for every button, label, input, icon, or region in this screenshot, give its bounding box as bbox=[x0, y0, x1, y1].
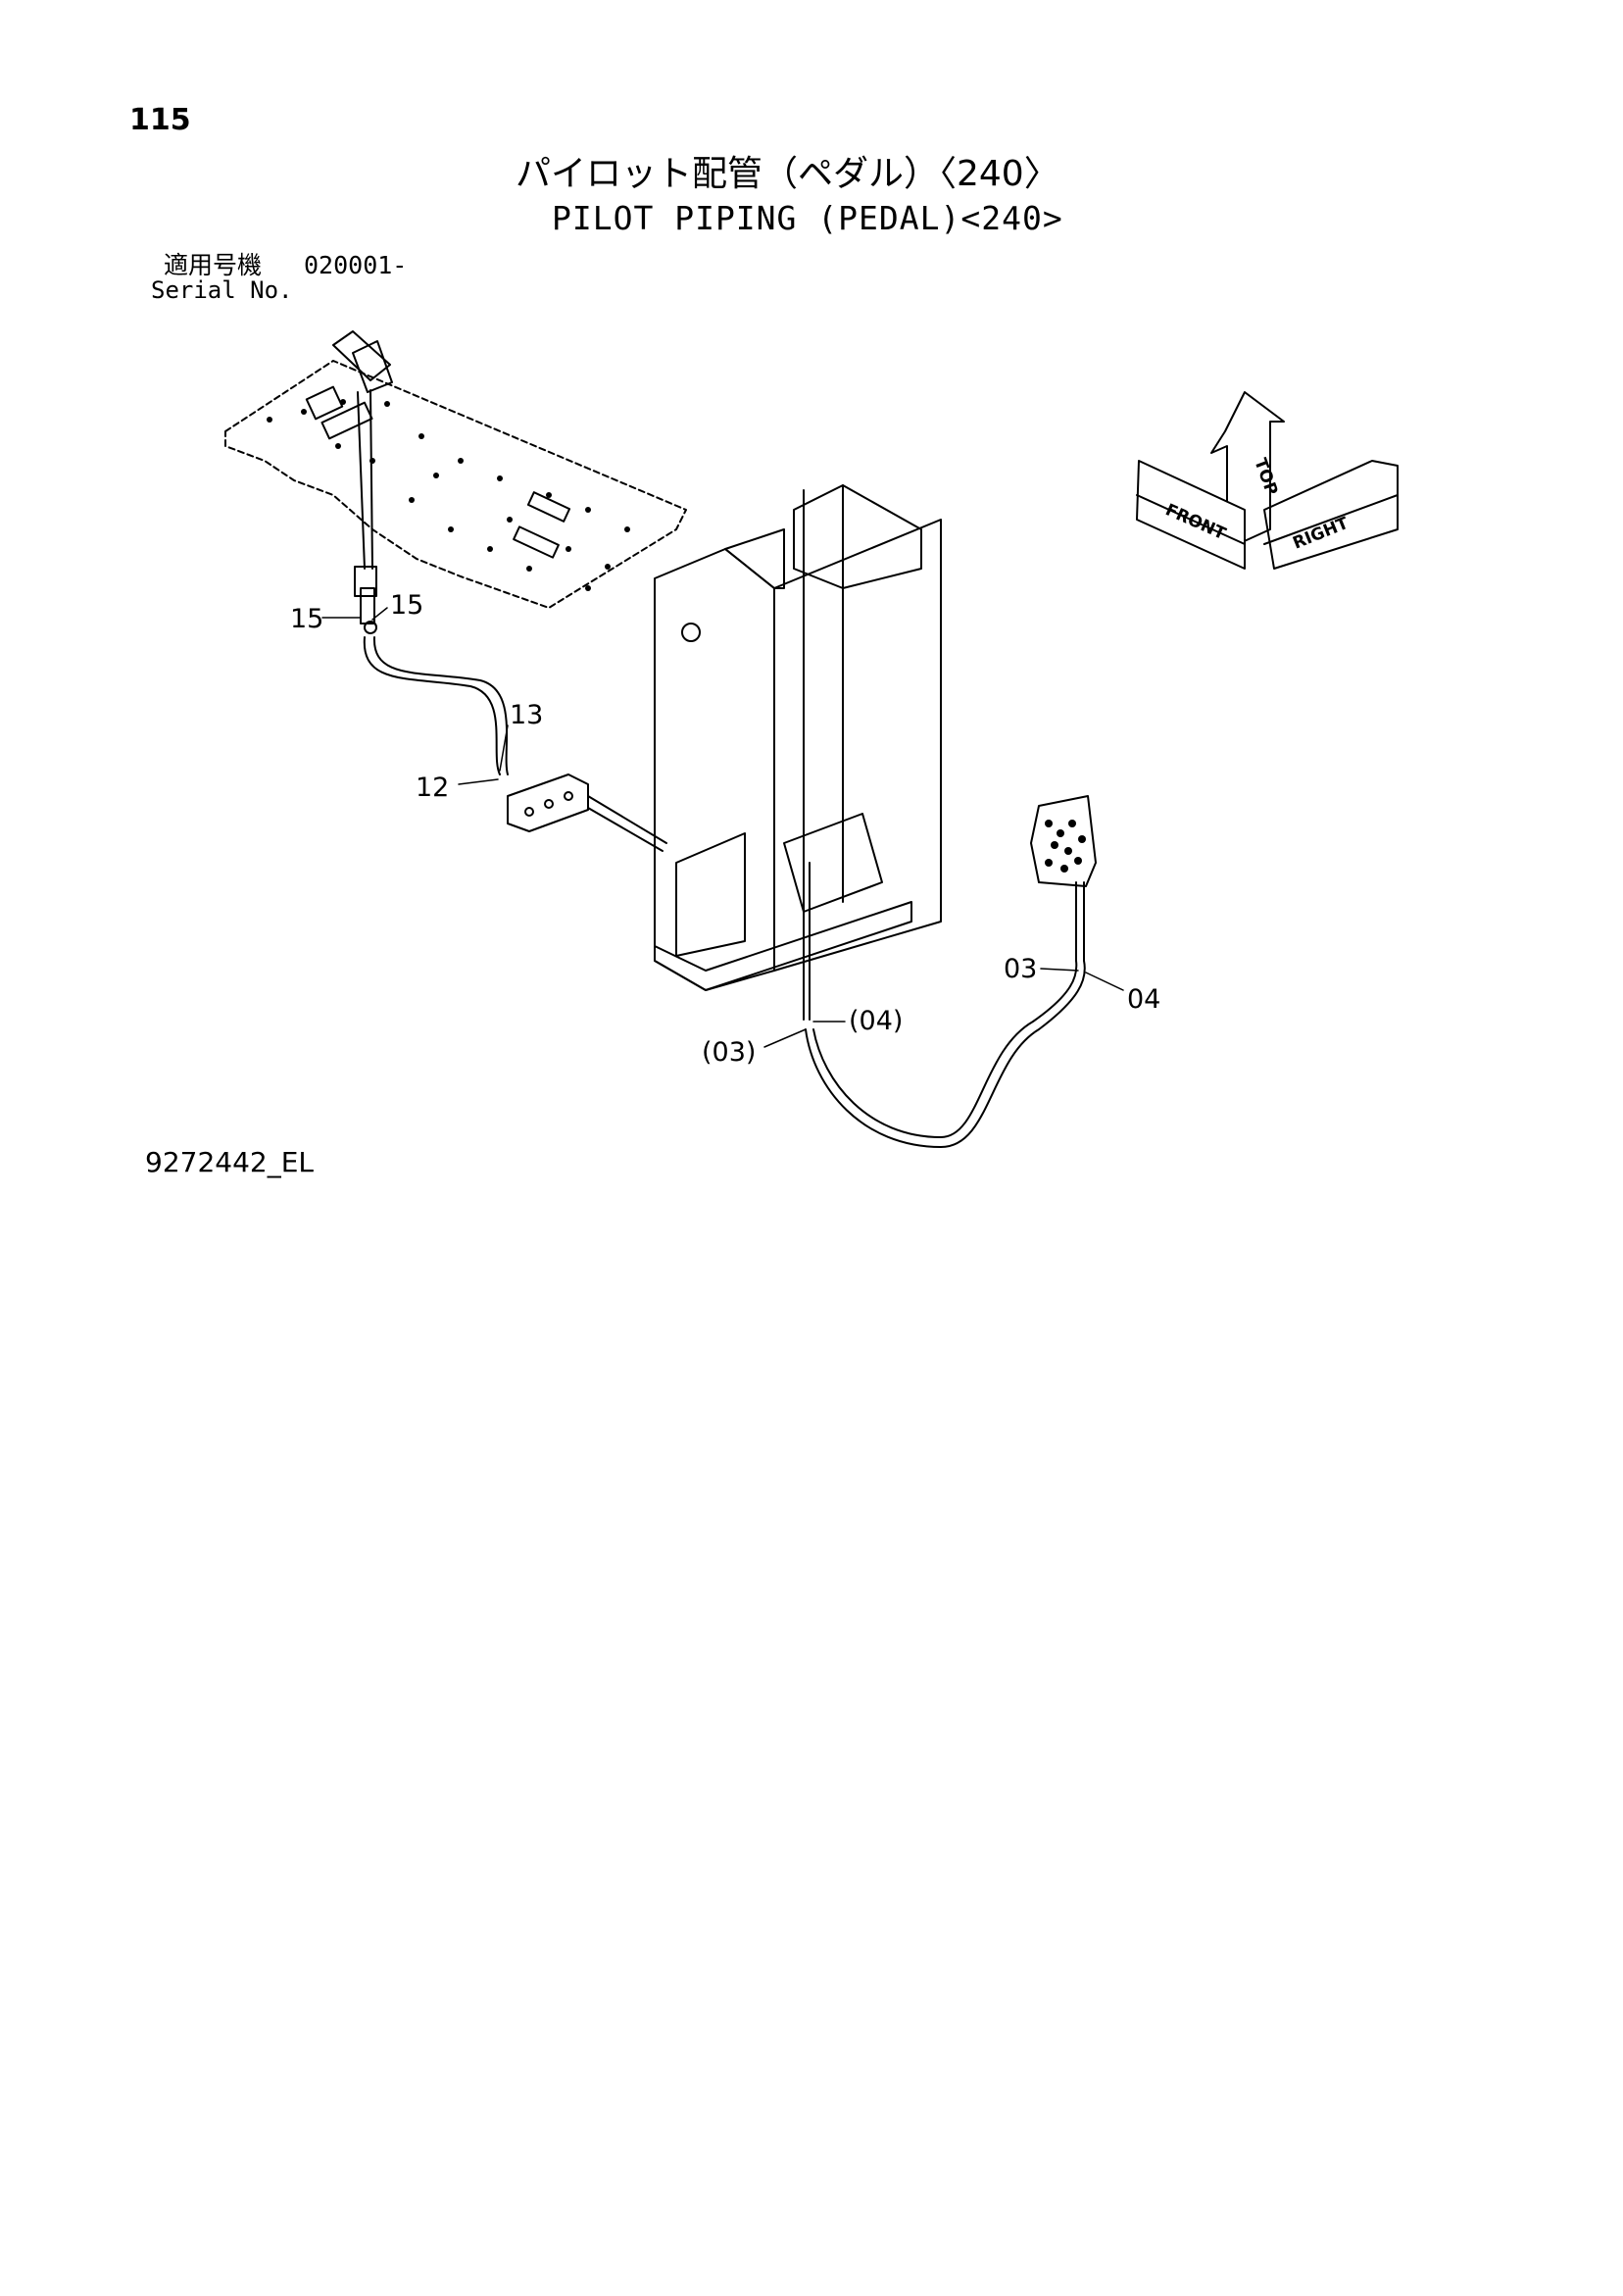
callout-04-paren: (04) bbox=[849, 1006, 904, 1036]
orientation-indicator bbox=[1136, 391, 1399, 570]
hose-lower bbox=[805, 881, 1086, 1148]
title-japanese: パイロット配管（ペダル）〈240〉 bbox=[516, 154, 1059, 194]
pedal-valve bbox=[354, 566, 377, 634]
callout-13: 13 bbox=[510, 700, 544, 730]
drawing-id: 9272442_EL bbox=[145, 1146, 314, 1178]
pedal bbox=[332, 330, 393, 570]
title-english: PILOT PIPING (PEDAL)<240> bbox=[552, 199, 1063, 237]
serial-range: 020001- bbox=[304, 251, 408, 279]
callout-03-paren: (03) bbox=[702, 1037, 757, 1068]
page-number: 115 bbox=[129, 103, 191, 137]
console-frame bbox=[654, 484, 942, 1021]
floor-plate bbox=[224, 360, 687, 609]
callout-04: 04 bbox=[1127, 984, 1161, 1015]
callout-15-right: 15 bbox=[390, 590, 424, 621]
callout-03: 03 bbox=[1004, 954, 1038, 984]
callout-12: 12 bbox=[416, 773, 450, 803]
callout-15-left: 15 bbox=[290, 604, 324, 634]
hose-upper bbox=[363, 636, 509, 775]
serial-label-english: Serial No. bbox=[151, 276, 293, 304]
manifold-block bbox=[507, 774, 667, 852]
serial-label-japanese: 適用号機 bbox=[164, 251, 263, 279]
leader-lines bbox=[321, 607, 1124, 1048]
remote-valve bbox=[1030, 795, 1097, 887]
